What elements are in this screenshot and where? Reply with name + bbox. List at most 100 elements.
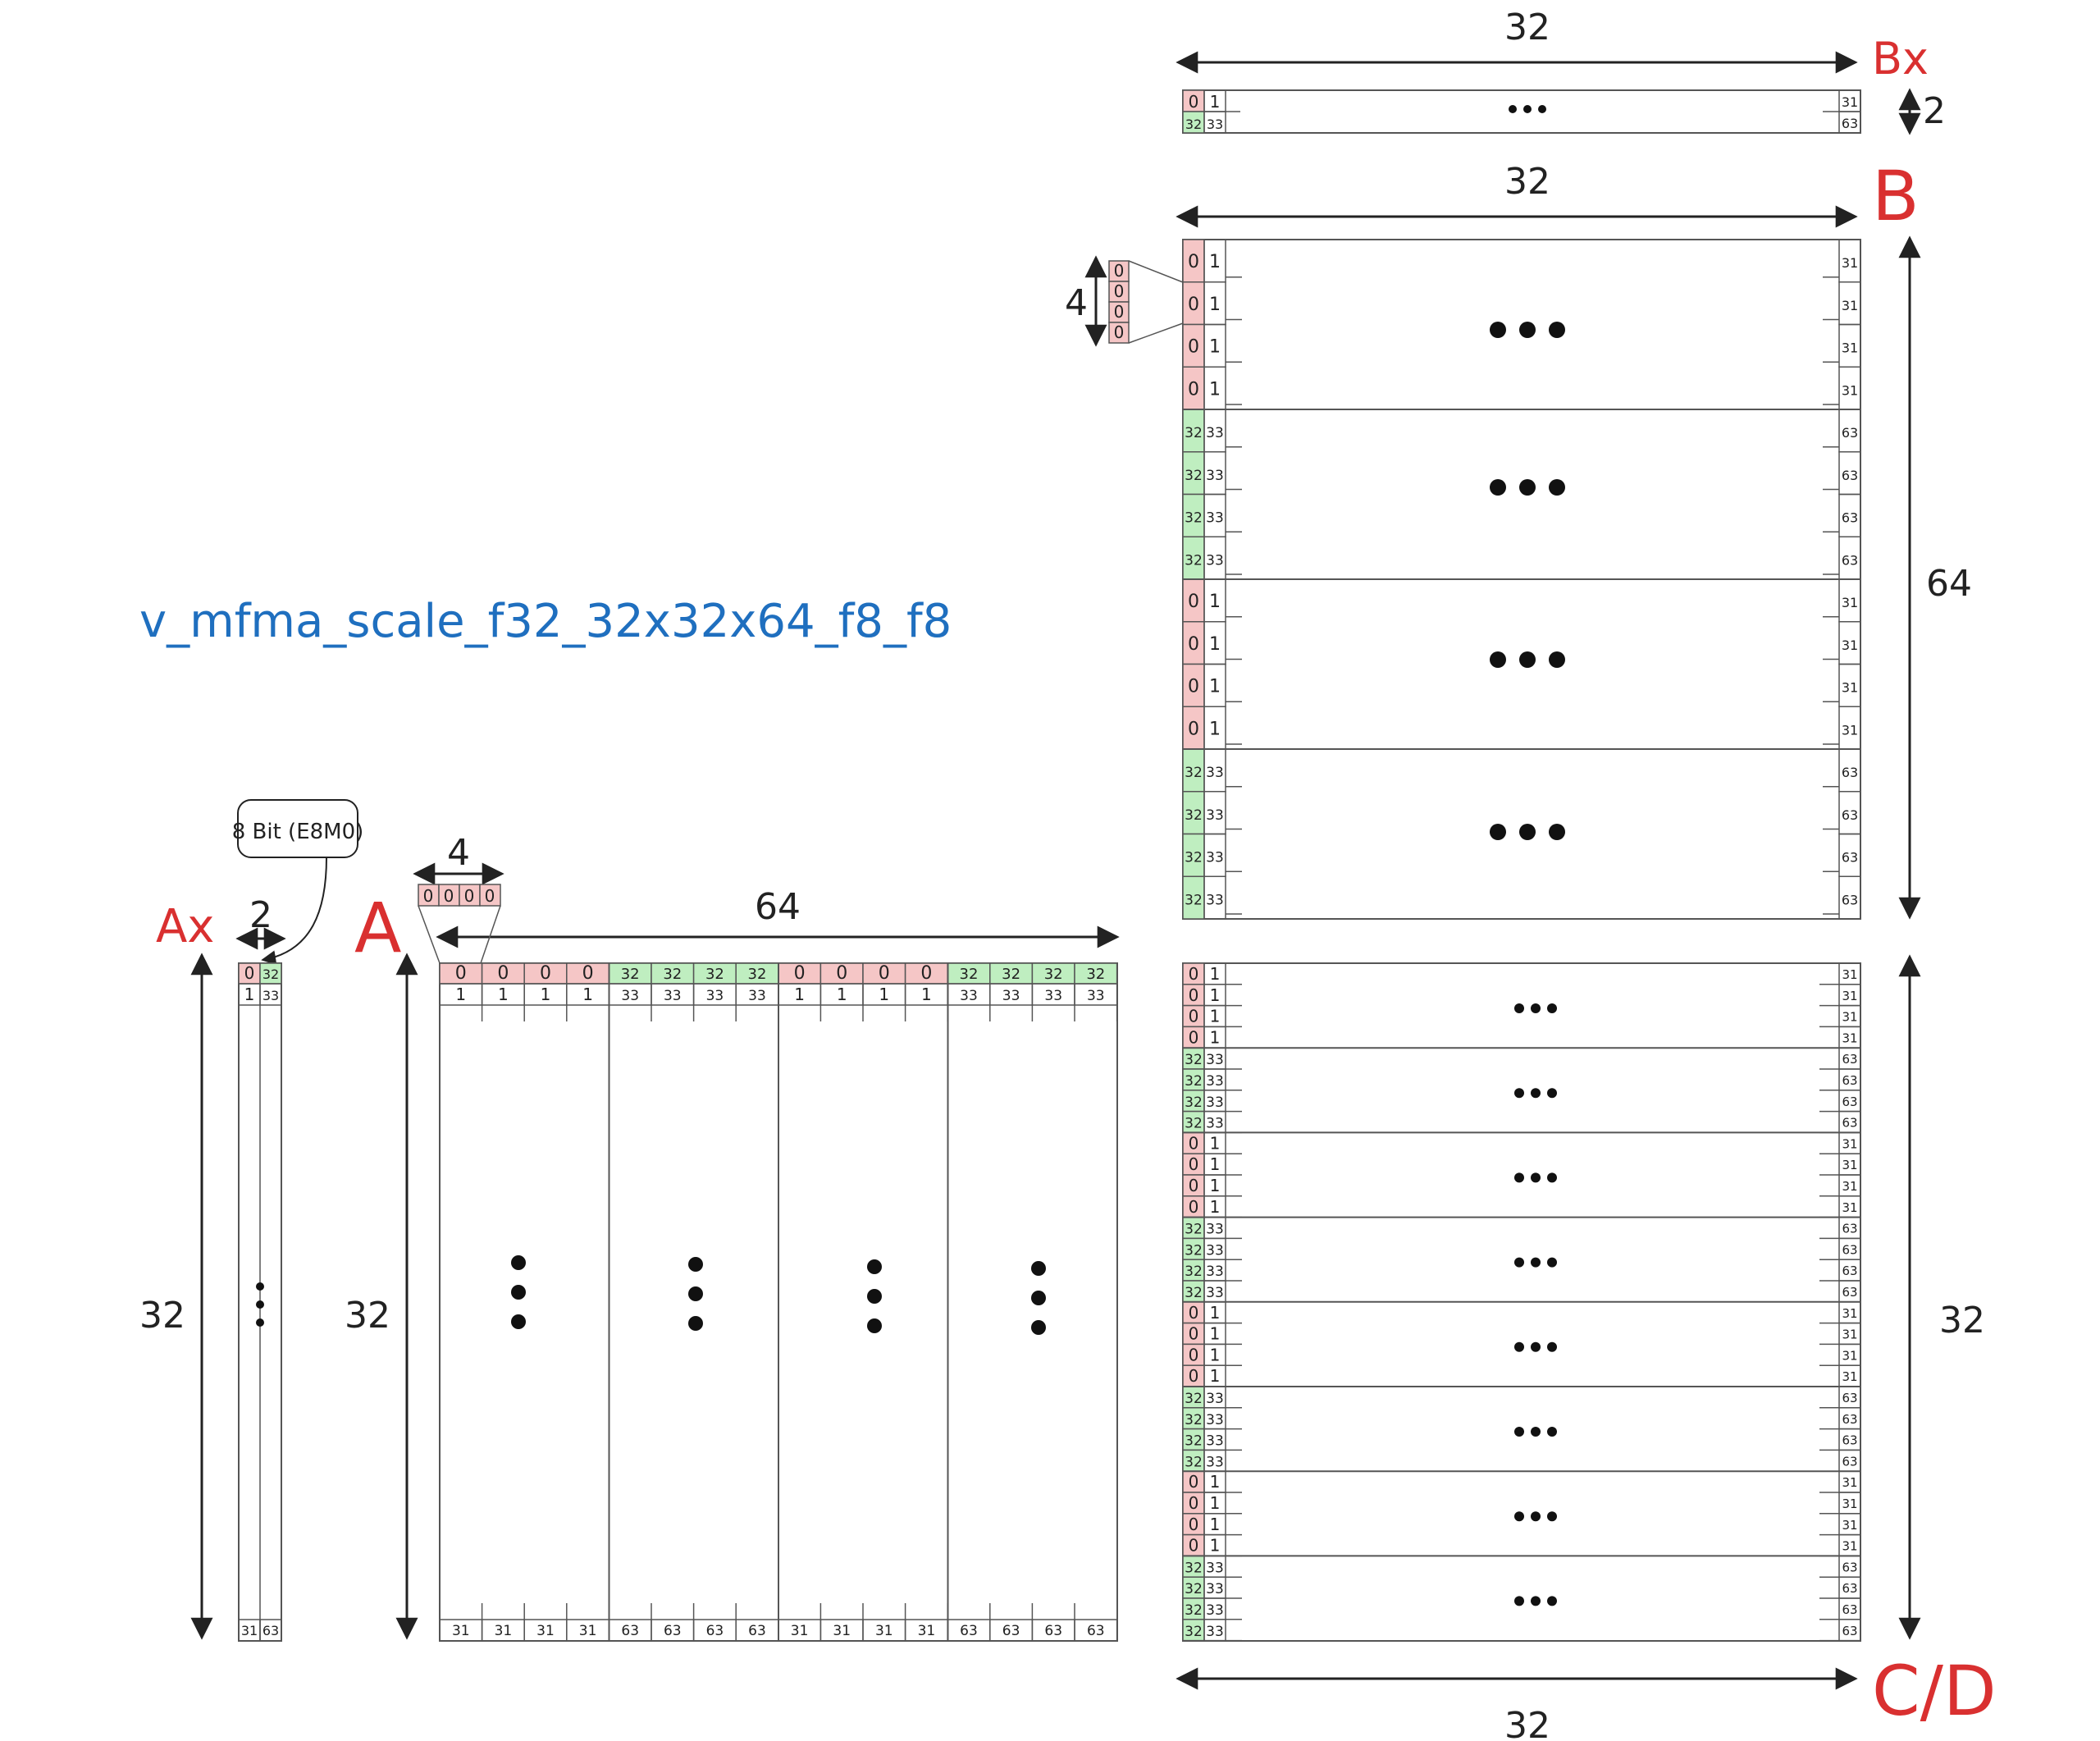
cd-cell-label: 1: [1210, 1303, 1221, 1323]
b-cell-label: 32: [1185, 510, 1203, 527]
bx-label: Bx: [1872, 33, 1929, 85]
cd-cell-label: 31: [1842, 1327, 1857, 1342]
ax-cell-label: 33: [262, 988, 279, 1003]
cd-cell-label: 1: [1210, 1345, 1221, 1364]
cd-ellipsis-dot: [1514, 1596, 1524, 1606]
cd-cell-label: 31: [1842, 967, 1857, 982]
cd-cell-label: 0: [1189, 1154, 1199, 1174]
a-footer-label: 63: [1002, 1623, 1020, 1639]
a-ellipsis-dot: [867, 1318, 882, 1333]
cd-cell-label: 0: [1189, 1303, 1199, 1323]
a-pack-cell-label: 0: [485, 886, 495, 906]
bx-width-label: 32: [1504, 7, 1550, 48]
cd-cell-label: 32: [1185, 1454, 1203, 1470]
cd-cell-label: 31: [1842, 1539, 1857, 1554]
a-footer-cell: [1074, 1619, 1118, 1642]
b-cell-label: 33: [1206, 425, 1224, 441]
a-header-label: 33: [748, 988, 766, 1004]
a-ellipsis-dot: [688, 1316, 703, 1331]
cd-ellipsis-dot: [1531, 1088, 1541, 1099]
cd-cell-label: 31: [1842, 1200, 1857, 1215]
ax-label: Ax: [156, 900, 214, 953]
ax-ellipsis-dot: [256, 1300, 264, 1309]
b-ellipsis-dot: [1490, 824, 1506, 840]
bx-cell: [1838, 111, 1861, 134]
ax-height-label: 32: [139, 1295, 185, 1337]
b-cell-label: 63: [1842, 850, 1858, 866]
a-footer-label: 63: [1044, 1623, 1062, 1639]
a-header-label: 1: [837, 985, 847, 1004]
cd-ellipsis-dot: [1547, 1257, 1557, 1268]
a-header-label: 32: [663, 966, 682, 983]
a-header-label: 0: [540, 963, 551, 984]
a-ellipsis-dot: [1031, 1291, 1046, 1305]
b-ellipsis-dot: [1549, 651, 1565, 668]
a-header-cell: [481, 962, 525, 985]
cd-cell-label: 63: [1842, 1412, 1857, 1427]
ax-width-label: 2: [249, 894, 272, 936]
cd-cell-label: 33: [1206, 1454, 1224, 1470]
cd-cell-label: 31: [1842, 1306, 1857, 1321]
a-header-label: 1: [498, 985, 509, 1004]
cd-ellipsis-dot: [1547, 1511, 1557, 1522]
cd-ellipsis-dot: [1514, 1088, 1524, 1099]
a-footer-label: 63: [960, 1623, 978, 1639]
b-cell-label: 63: [1842, 552, 1858, 568]
cd-ellipsis-dot: [1531, 1596, 1541, 1606]
ax-cell: [238, 962, 261, 985]
a-pack-label: 4: [447, 832, 470, 874]
bx-frame: [1182, 89, 1861, 134]
ax-cell-label: 63: [262, 1623, 279, 1638]
cd-cell-label: 63: [1842, 1560, 1857, 1574]
b-ellipsis-dot: [1549, 322, 1565, 338]
a-header-label: 33: [1044, 988, 1062, 1004]
cd-cell-label: 63: [1842, 1581, 1857, 1596]
b-cell-label: 33: [1206, 807, 1224, 824]
cd-cell-label: 32: [1185, 1433, 1203, 1450]
a-header-label: 0: [497, 963, 509, 984]
b-ellipsis-dot: [1490, 322, 1506, 338]
a-ellipsis-dot: [867, 1289, 882, 1304]
b-height-label: 64: [1926, 563, 1972, 605]
b-cell: [1182, 875, 1205, 920]
b-cell: [1182, 706, 1205, 750]
diagram-title: v_mfma_scale_f32_32x32x64_f8_f8: [139, 595, 952, 648]
a-footer-label: 31: [875, 1623, 893, 1639]
a-footer-label: 63: [748, 1623, 766, 1639]
cd-width-label: 32: [1504, 1705, 1550, 1741]
cd-cell-label: 1: [1210, 1536, 1221, 1556]
a-height-label: 32: [345, 1295, 390, 1337]
cd-cell-label: 1: [1210, 1472, 1221, 1492]
cd-ellipsis-dot: [1531, 1427, 1541, 1437]
b-cell: [1182, 281, 1205, 326]
b-cell-label: 0: [1188, 592, 1199, 612]
a-footer-label: 63: [706, 1623, 724, 1639]
a-header-label: 1: [455, 985, 466, 1004]
cd-cell-label: 32: [1185, 1073, 1203, 1090]
cd-cell-label: 63: [1842, 1242, 1857, 1257]
b-cell: [1182, 791, 1205, 835]
b-ellipsis-dot: [1490, 651, 1506, 668]
cd-cell-label: 32: [1185, 1094, 1203, 1111]
cd-cell: [1203, 1619, 1226, 1642]
bx-height-label: 2: [1923, 90, 1946, 132]
b-cell-label: 32: [1185, 850, 1203, 866]
a-header-label: 32: [748, 966, 767, 983]
cd-cell-label: 33: [1206, 1391, 1224, 1407]
cd-cell-label: 1: [1210, 1133, 1221, 1153]
a-footer-label: 63: [1087, 1623, 1105, 1639]
cd-cell-label: 31: [1842, 1369, 1857, 1384]
cd-cell-label: 0: [1189, 1493, 1199, 1513]
cd-cell: [1182, 1090, 1205, 1113]
cd-cell-label: 1: [1210, 1154, 1221, 1174]
a-header-label: 33: [960, 988, 978, 1004]
cd-cell-label: 63: [1842, 1391, 1857, 1405]
cd-cell-label: 1: [1210, 985, 1221, 1005]
cd-ellipsis-dot: [1547, 1596, 1557, 1606]
cd-cell-label: 0: [1189, 1027, 1199, 1047]
cd-cell-label: 0: [1189, 1515, 1199, 1534]
cd-cell-label: 32: [1185, 1263, 1203, 1280]
a-pack-callout: [480, 905, 501, 964]
b-cell-label: 63: [1842, 892, 1858, 907]
